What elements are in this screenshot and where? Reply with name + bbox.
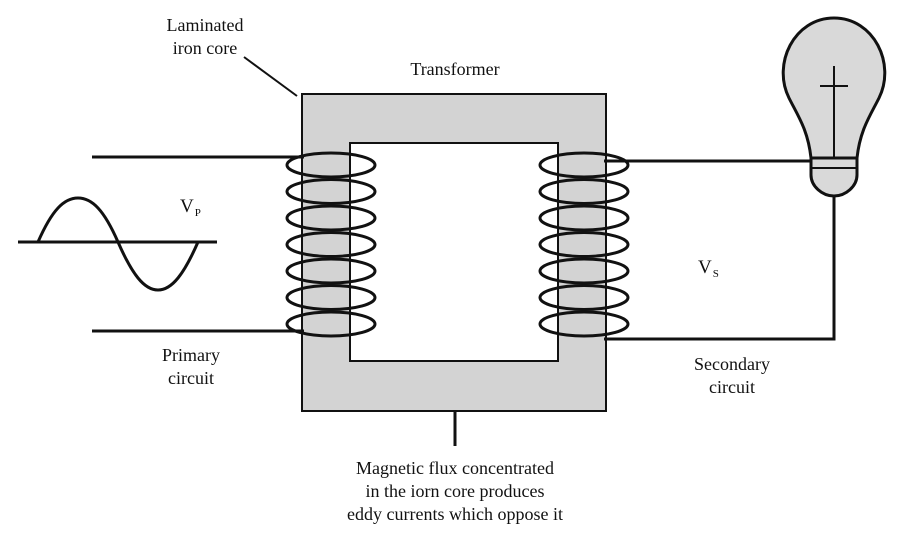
core-leader-line <box>243 56 298 97</box>
coil-turn <box>538 310 630 338</box>
core-label-line: iron core <box>172 38 238 58</box>
coil-turn <box>538 284 630 311</box>
coil-turn <box>285 284 377 311</box>
secondary-wires <box>604 159 836 341</box>
secondary-voltage-label: VS <box>698 257 719 280</box>
primary-leads <box>92 155 304 333</box>
coil-turn <box>538 178 630 205</box>
primary-label-line: circuit <box>168 368 214 388</box>
coil-turn <box>538 204 630 232</box>
coil-turn <box>538 151 630 179</box>
primary-coil-icon <box>285 151 377 338</box>
flux-note: Magnetic flux concentrated in the iorn c… <box>300 457 610 526</box>
coil-turn <box>285 310 377 338</box>
iron-core <box>301 93 607 412</box>
flux-note-line: Magnetic flux concentrated <box>356 458 554 478</box>
coil-turn <box>285 231 377 258</box>
secondary-label-line: circuit <box>709 377 755 397</box>
secondary-coil-icon <box>538 151 630 338</box>
coil-turn <box>285 204 377 232</box>
primary-voltage-label: VP <box>180 196 201 219</box>
coil-turn <box>285 151 377 179</box>
primary-circuit-label: Primary circuit <box>136 344 246 390</box>
primary-voltage-subscript: P <box>194 207 201 219</box>
transformer-title: Transformer <box>410 59 500 79</box>
coil-turn <box>538 231 630 258</box>
core-label-line: Laminated <box>166 15 244 35</box>
secondary-label-line: Secondary <box>694 354 770 374</box>
secondary-voltage-symbol: V <box>698 257 712 278</box>
secondary-circuit-label: Secondary circuit <box>672 353 792 399</box>
coil-turn <box>285 257 377 285</box>
coil-turn <box>538 257 630 285</box>
primary-label-line: Primary <box>162 345 220 365</box>
flux-note-line: eddy currents which oppose it <box>347 504 563 524</box>
coil-turn <box>285 178 377 205</box>
lamp-icon <box>781 16 887 198</box>
core-label: Laminated iron core <box>150 14 260 60</box>
flux-note-line: in the iorn core produces <box>365 481 545 501</box>
secondary-voltage-subscript: S <box>712 268 719 280</box>
primary-voltage-symbol: V <box>180 196 194 217</box>
ac-source-icon <box>18 196 217 292</box>
